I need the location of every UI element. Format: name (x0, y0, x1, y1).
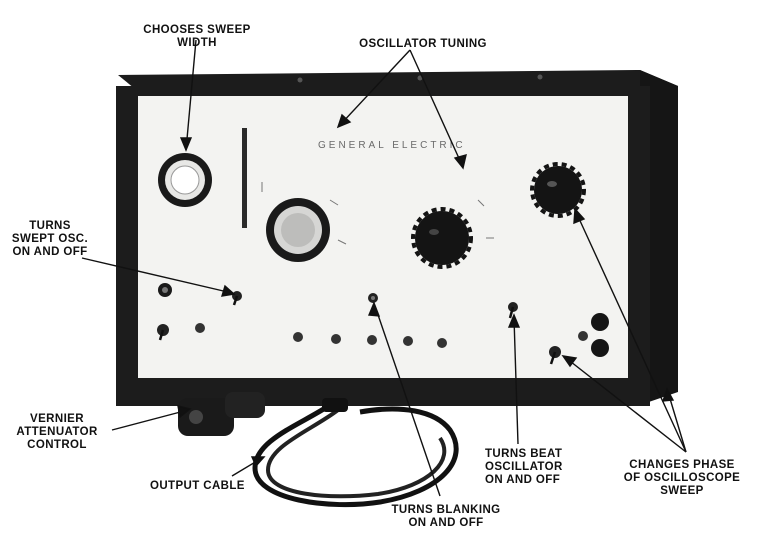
callout-line: OF OSCILLOSCOPE (623, 472, 741, 484)
callout-oscillator-tuning: OSCILLATOR TUNING (338, 38, 508, 51)
arrowhead (573, 207, 586, 225)
callout-line: ON AND OFF (12, 246, 88, 258)
output-cable (265, 408, 447, 499)
callout-line: VERNIER (30, 413, 84, 425)
output-jack (293, 332, 303, 342)
jack (195, 323, 205, 333)
binding-post (578, 331, 588, 341)
leader-vernier (111, 409, 189, 431)
callout-swept-osc: TURNS SWEPT OSC. ON AND OFF (8, 220, 92, 259)
output-jack (403, 336, 413, 346)
output-cable (252, 402, 459, 508)
top-screw (417, 75, 423, 81)
leader-tuning-right (409, 49, 463, 166)
output-jack (437, 338, 447, 348)
callout-line: WIDTH (177, 37, 217, 49)
arrowhead (367, 301, 381, 317)
phase-toggle (549, 346, 561, 365)
arrowhead (661, 387, 675, 402)
arrowhead (453, 154, 467, 170)
leader-lines (81, 39, 687, 497)
cable-plug (322, 398, 348, 412)
leader-phase-knob (575, 211, 687, 453)
callout-phase: CHANGES PHASE OF OSCILLOSCOPE SWEEP (612, 459, 752, 498)
beat-osc-toggle (508, 302, 518, 319)
callout-vernier: VERNIER ATTENUATOR CONTROL (4, 413, 110, 452)
callout-line: OSCILLATOR TUNING (359, 38, 487, 50)
callout-line: CONTROL (27, 439, 87, 451)
callout-line: TURNS (29, 220, 71, 232)
callout-line: ON AND OFF (408, 517, 484, 529)
left-lower-toggle (157, 324, 169, 341)
callout-line: ON AND OFF (485, 474, 561, 486)
panel-slot (242, 128, 247, 228)
callout-line: ATTENUATOR (16, 426, 98, 438)
vernier-attenuator (178, 392, 265, 436)
callout-line: OSCILLATOR (485, 461, 563, 473)
arrowhead (250, 456, 266, 468)
blanking-toggle (368, 293, 378, 303)
leader-blanking (374, 305, 441, 497)
callout-line: TURNS BEAT (485, 448, 563, 460)
callout-line: SWEEP (660, 485, 704, 497)
arrowhead (561, 355, 578, 368)
output-jack (331, 334, 341, 344)
callout-beat-osc: TURNS BEAT OSCILLATOR ON AND OFF (485, 448, 563, 487)
swept-osc-toggle (232, 291, 242, 306)
callout-sweep-width: CHOOSES SWEEP WIDTH (134, 24, 260, 50)
phase-knob (530, 162, 586, 218)
callout-line: CHOOSES SWEEP (143, 24, 251, 36)
jack (162, 287, 168, 293)
arrowhead (221, 284, 236, 297)
tuning-knob-right (411, 207, 473, 269)
binding-post (591, 339, 609, 357)
leader-beat-osc (513, 317, 519, 445)
leader-swept-osc (81, 257, 233, 294)
callout-output-cable: OUTPUT CABLE (150, 480, 245, 493)
leader-phase-side (667, 391, 687, 453)
sweep-width-knob (158, 153, 212, 207)
brand-label: GENERAL ELECTRIC (318, 140, 466, 151)
leader-sweep-width (185, 39, 197, 151)
callout-line: TURNS BLANKING (391, 504, 501, 516)
arrowhead (507, 313, 521, 328)
callout-line: SWEPT OSC. (11, 233, 89, 245)
front-panel (138, 96, 628, 378)
leader-phase-toggle (565, 357, 687, 453)
callout-line: CHANGES PHASE (629, 459, 735, 471)
dial-scale (477, 199, 494, 239)
binding-post (591, 313, 609, 331)
arrowhead (177, 405, 192, 419)
callout-line: OUTPUT CABLE (150, 480, 245, 492)
dial-scale (261, 182, 347, 245)
top-screw (297, 77, 303, 83)
arrowhead (336, 113, 352, 129)
leader-tuning-left (339, 49, 411, 126)
top-screw (537, 74, 543, 80)
output-jack (367, 335, 377, 345)
callout-blanking: TURNS BLANKING ON AND OFF (376, 504, 516, 530)
arrowhead (179, 137, 193, 152)
tuning-dial-left (266, 198, 330, 262)
